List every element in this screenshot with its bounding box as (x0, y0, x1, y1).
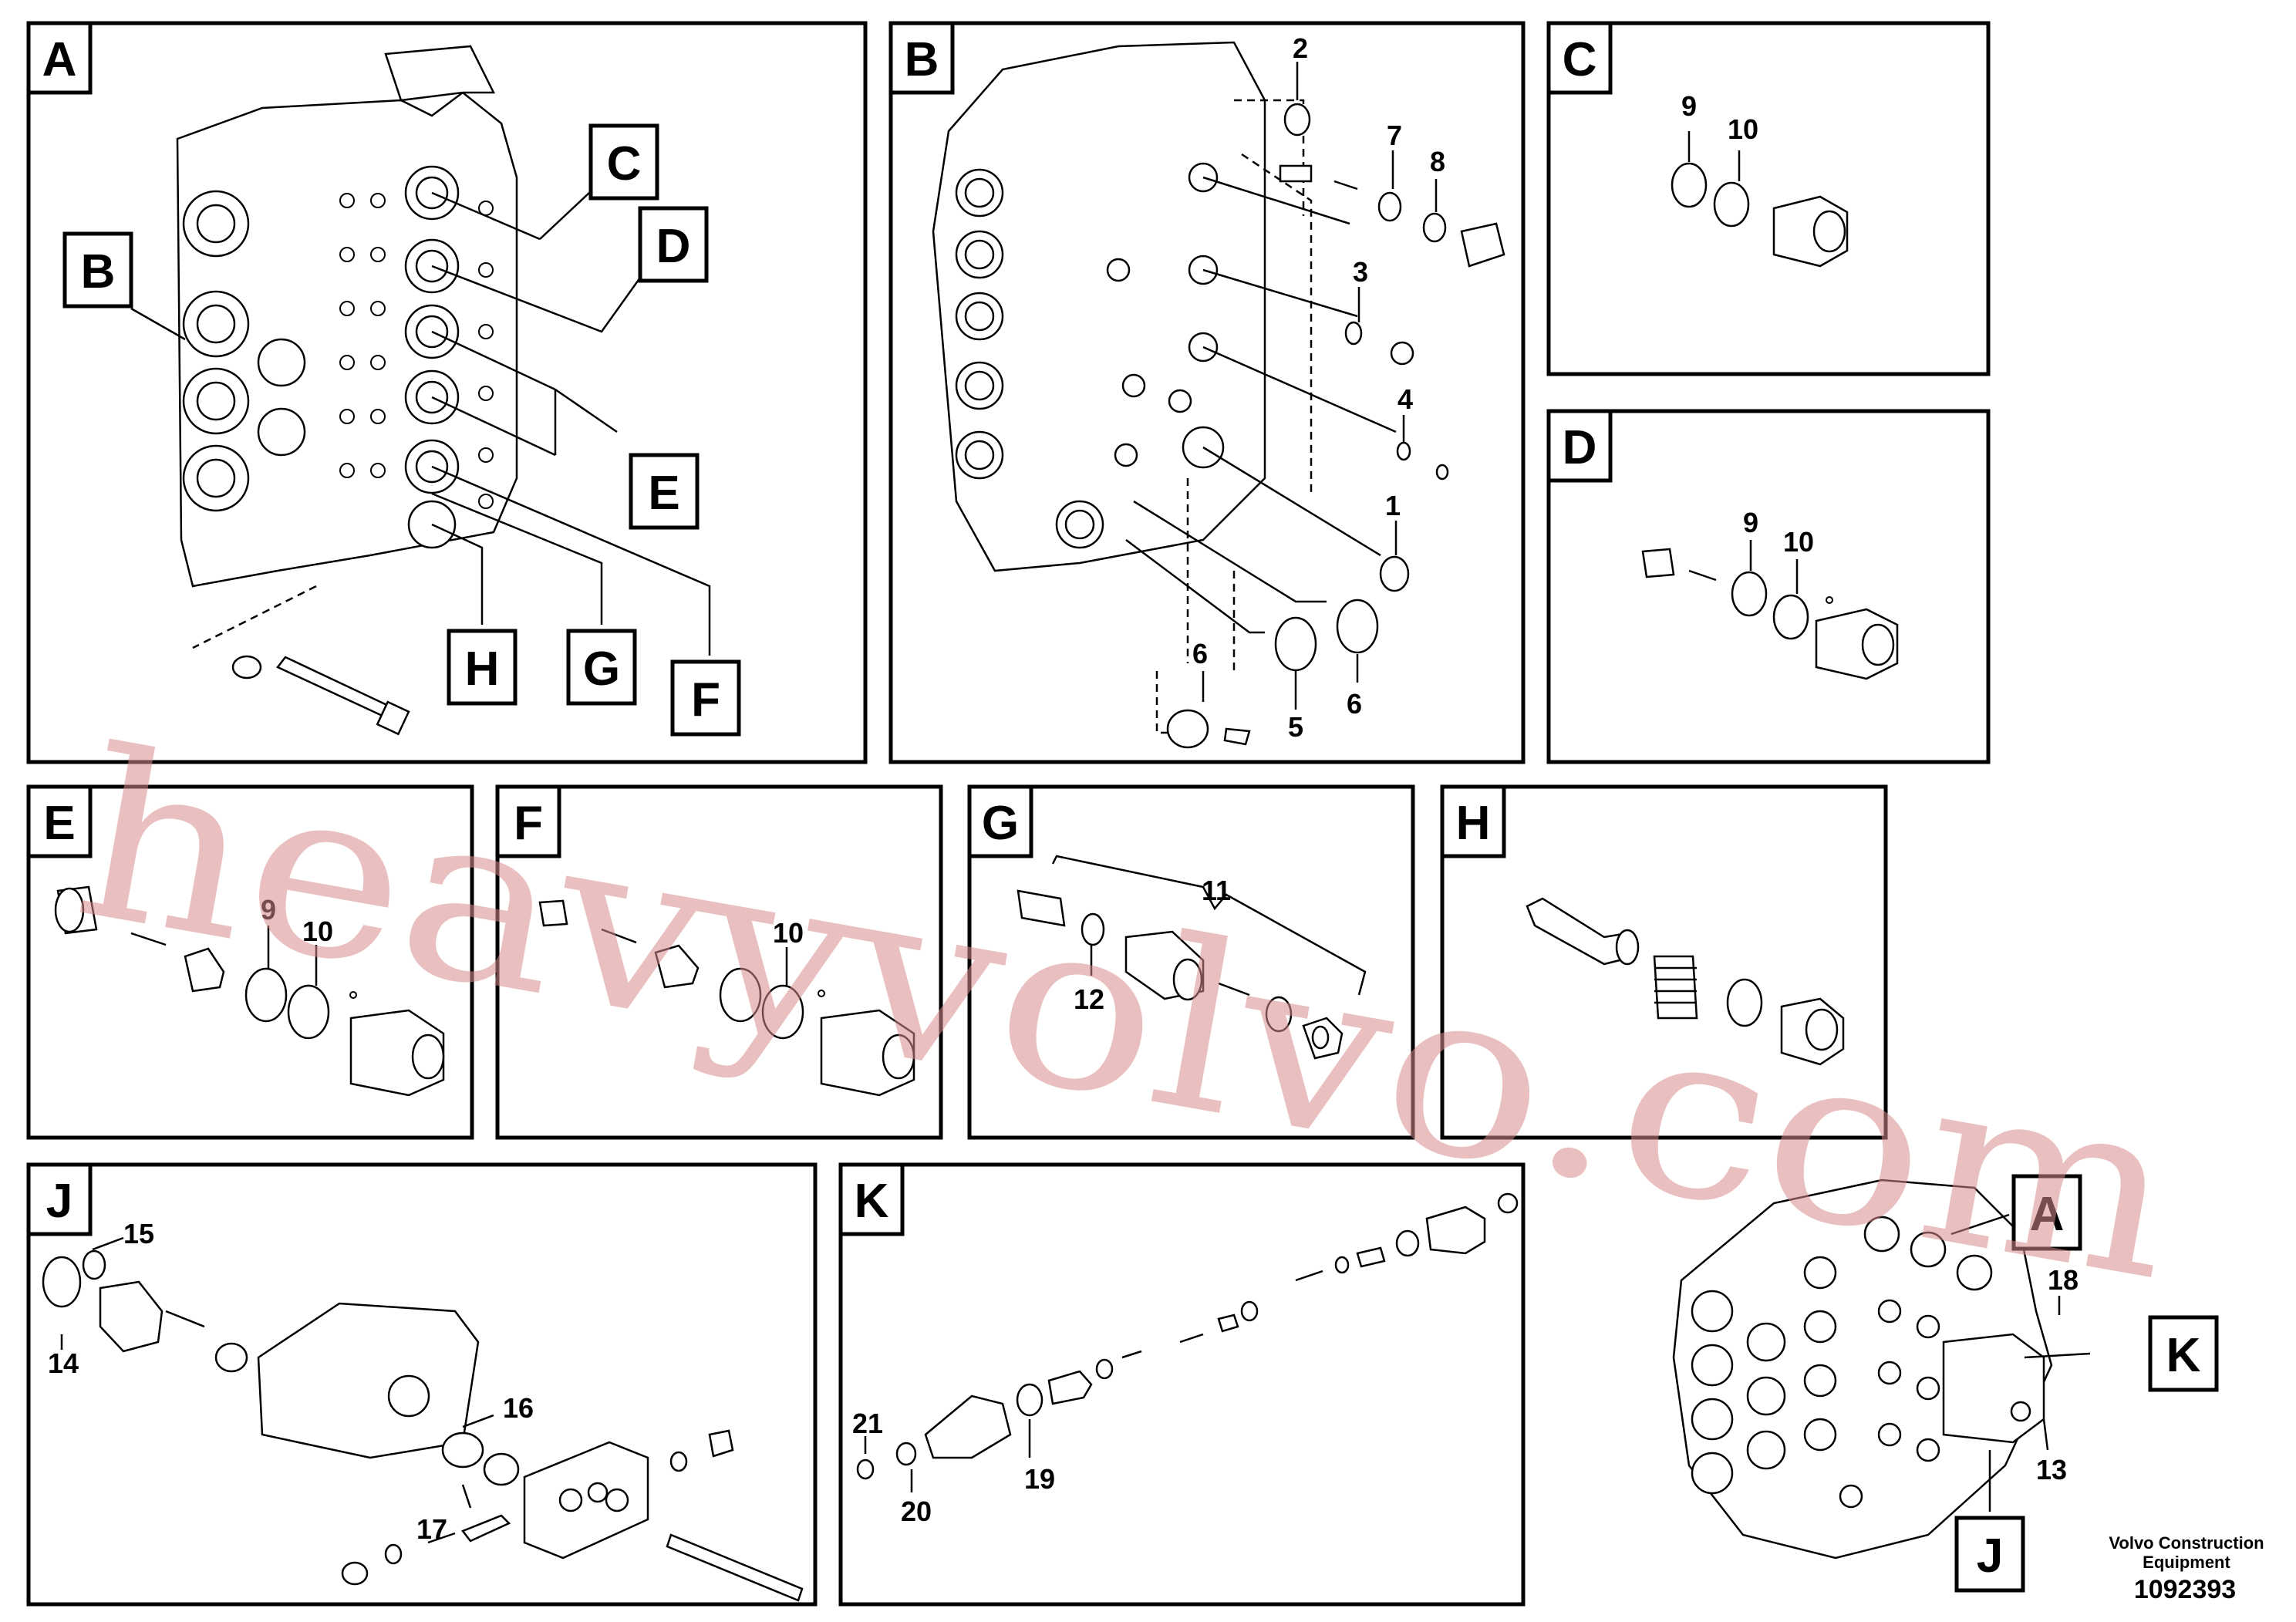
panel-g-label: G (982, 797, 1019, 850)
watermark: heavyvolvo.com (60, 699, 2196, 1332)
callout-overview-k: K (2148, 1315, 2219, 1392)
panel-k-label: K (855, 1175, 889, 1228)
svg-text:J: J (1977, 1529, 2003, 1583)
doc-number: 1092393 (2134, 1575, 2236, 1604)
panel-c: C 9 10 (1546, 21, 1991, 376)
part-num-9: 9 (1681, 90, 1697, 122)
panel-d: D 9 10 (1546, 409, 1991, 764)
panel-f-label: F (514, 797, 543, 850)
part-num-14: 14 (48, 1347, 79, 1379)
callout-e: E (629, 453, 700, 530)
panel-g: G 11 12 (967, 784, 1415, 1140)
part-num-7: 7 (1387, 120, 1402, 151)
part-num-1: 1 (1385, 490, 1401, 521)
svg-text:C: C (607, 137, 642, 191)
part-num-13: 13 (2036, 1454, 2067, 1485)
part-num-3: 3 (1353, 256, 1368, 288)
footer: Volvo Construction Equipment 1092393 (2109, 1533, 2264, 1604)
part-num-9: 9 (1743, 507, 1758, 538)
callout-overview-j: J (1954, 1516, 2025, 1593)
callout-d: D (638, 206, 709, 283)
svg-text:E: E (648, 467, 679, 520)
callout-b: B (62, 231, 133, 309)
part-num-20: 20 (901, 1496, 932, 1527)
callout-g: G (566, 629, 637, 706)
svg-text:F: F (691, 673, 720, 727)
part-num-2: 2 (1293, 32, 1308, 64)
valve-block-a (176, 45, 518, 588)
valve-block-b (932, 41, 1266, 572)
callout-h: H (447, 629, 518, 706)
panel-a: A (26, 21, 868, 764)
part-num-10: 10 (773, 917, 804, 949)
overview-assembly: A K J 18 13 (1672, 1174, 2219, 1593)
part-num-9: 9 (261, 894, 276, 926)
part-num-6b: 6 (1347, 688, 1362, 720)
panel-e: E 9 10 (26, 784, 474, 1140)
panel-b: B (888, 21, 1526, 764)
part-num-15: 15 (123, 1218, 154, 1249)
watermark-text: heavyvolvo.com (60, 699, 2196, 1332)
company-line2: Equipment (2143, 1553, 2230, 1572)
part-num-5: 5 (1288, 711, 1303, 743)
company-line1: Volvo Construction (2109, 1533, 2264, 1553)
panel-e-label: E (43, 797, 75, 850)
svg-text:A: A (2030, 1188, 2065, 1241)
callout-overview-a: A (2011, 1174, 2082, 1251)
panel-a-label: A (42, 33, 77, 86)
part-num-8: 8 (1430, 146, 1445, 177)
part-num-6a: 6 (1192, 638, 1208, 669)
panel-h: H (1440, 784, 1888, 1140)
panel-c-label: C (1563, 33, 1597, 86)
part-num-12: 12 (1074, 983, 1104, 1015)
svg-text:H: H (465, 642, 500, 696)
part-num-11: 11 (1202, 875, 1231, 906)
panel-f: F 10 (495, 784, 943, 1140)
part-num-18: 18 (2048, 1264, 2079, 1296)
panel-b-label: B (905, 33, 939, 86)
part-num-10: 10 (1728, 113, 1758, 145)
part-num-21: 21 (852, 1408, 883, 1439)
part-num-17: 17 (416, 1513, 447, 1545)
part-num-19: 19 (1024, 1463, 1055, 1495)
panel-j-label: J (46, 1175, 72, 1228)
svg-text:D: D (656, 220, 691, 273)
part-num-10: 10 (302, 916, 333, 947)
svg-text:K: K (2166, 1329, 2201, 1382)
svg-text:G: G (583, 642, 620, 696)
callout-c: C (588, 123, 659, 201)
callout-f: F (670, 659, 741, 737)
svg-text:B: B (81, 245, 116, 298)
part-num-4: 4 (1397, 383, 1413, 415)
panel-d-label: D (1563, 421, 1597, 474)
panel-j: J 15 14 16 17 (26, 1162, 818, 1607)
panel-h-label: H (1456, 797, 1491, 850)
part-num-10: 10 (1783, 526, 1814, 558)
part-num-16: 16 (503, 1392, 534, 1424)
panel-k: K 21 19 20 (838, 1162, 1526, 1607)
